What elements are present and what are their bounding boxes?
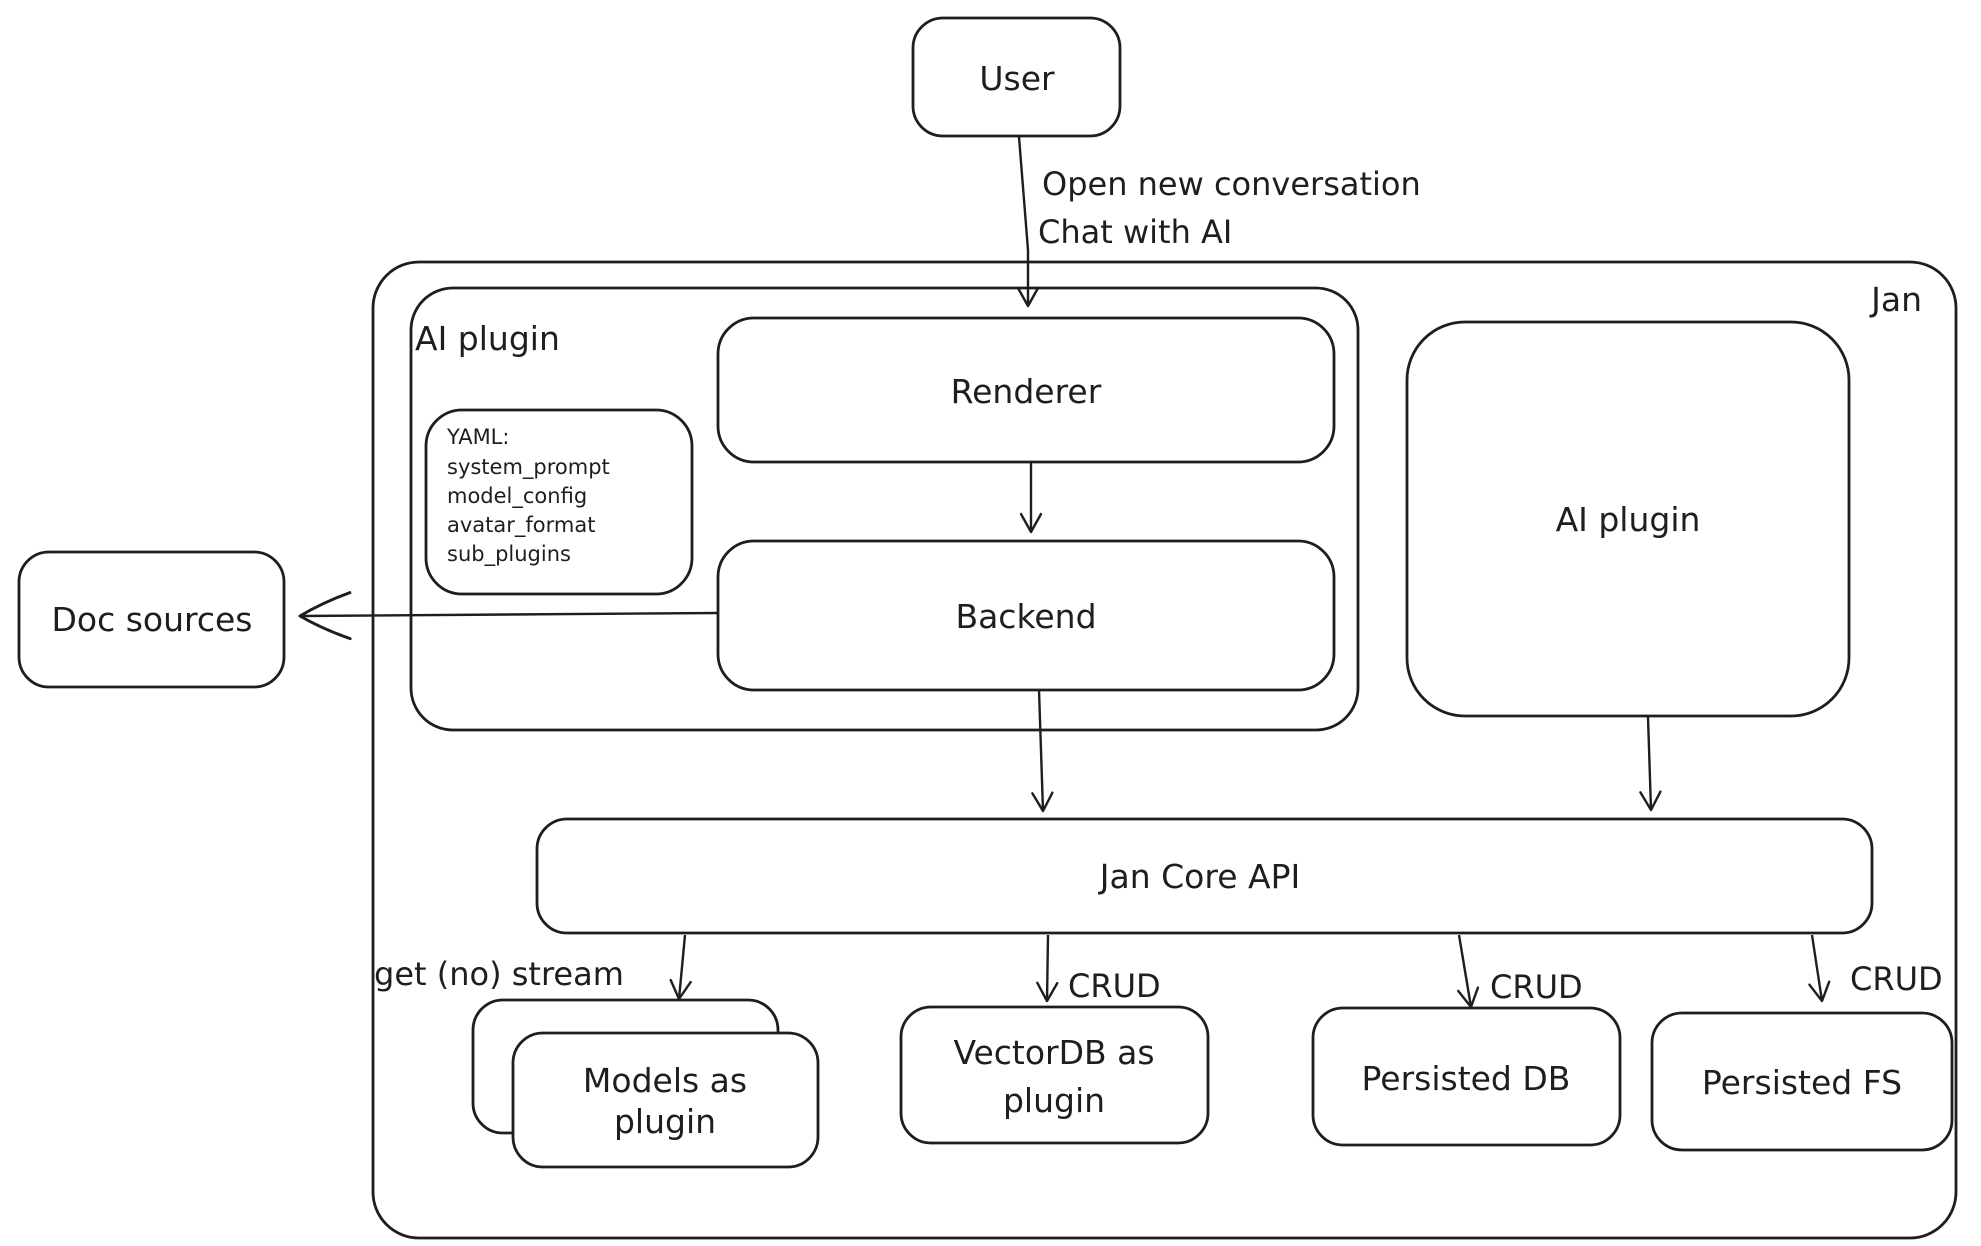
backend-label: Backend [955,597,1096,636]
yaml-note-line-5: sub_plugins [447,542,571,567]
jan-container-box [371,260,1958,1240]
node-models-as-plugin: Models as plugin [471,998,820,1169]
renderer-box [716,316,1336,464]
edge-api-to-models [669,934,692,1001]
node-ai-plugin-right: AI plugin [1405,320,1851,718]
jan-container-label: Jan [1869,280,1922,319]
edge-label-chat-with-ai: Chat with AI [1038,213,1232,251]
node-persisted-db: Persisted DB [1311,1006,1622,1147]
ai-plugin-container-label: AI plugin [415,319,560,358]
models-as-plugin-label-line-1: Models as [583,1061,747,1100]
ai-plugin-right-box [1405,320,1851,718]
node-jan-core-api: Jan Core API [535,817,1874,935]
edge-label-crud-vectordb: CRUD [1068,967,1161,1005]
node-user: User [911,16,1122,138]
models-as-plugin-label-line-2: plugin [614,1102,716,1141]
user-box [911,16,1122,138]
persisted-db-label: Persisted DB [1362,1059,1571,1098]
doc-sources-label: Doc sources [51,600,252,639]
jan-core-api-label: Jan Core API [1098,857,1300,896]
node-backend: Backend [716,539,1336,692]
edge-label-crud-persisted-fs: CRUD [1850,960,1943,998]
jan-core-api-box [535,817,1874,935]
edge-label-open-conversation: Open new conversation [1042,165,1421,203]
node-renderer: Renderer [716,316,1336,464]
edge-api-to-persisted-fs [1808,934,1831,1003]
yaml-note-line-4: avatar_format [447,513,595,538]
ai-plugin-container-box [409,286,1360,732]
doc-sources-box [17,550,286,689]
edge-label-get-no-stream: get (no) stream [374,955,624,993]
vectordb-label-line-2: plugin [1003,1081,1105,1120]
yaml-note-line-3: model_config [447,484,587,509]
vectordb-box [899,1005,1210,1145]
node-doc-sources: Doc sources [17,550,286,689]
renderer-label: Renderer [951,372,1102,411]
edge-api-to-persisted-db [1456,934,1480,1009]
node-vectordb-as-plugin: VectorDB as plugin [899,1005,1210,1145]
container-ai-plugin: AI plugin [409,286,1360,732]
container-jan: Jan [371,260,1958,1240]
ai-plugin-right-label: AI plugin [1556,500,1701,539]
edge-label-user-to-renderer: Open new conversation Chat with AI [1038,165,1421,251]
vectordb-label-line-1: VectorDB as [953,1033,1154,1072]
node-persisted-fs: Persisted FS [1650,1011,1954,1152]
yaml-note-line-2: system_prompt [447,455,610,480]
yaml-note-box [424,408,694,596]
edge-ai-plugin-to-api [1639,716,1662,812]
edge-backend-to-api [1031,689,1054,813]
persisted-fs-box [1650,1011,1954,1152]
yaml-note-line-1: YAML: [446,425,509,449]
persisted-db-box [1311,1006,1622,1147]
edge-label-crud-persisted-db: CRUD [1490,968,1583,1006]
models-as-plugin-box [511,1031,820,1169]
edge-api-to-vectordb [1036,934,1059,1003]
persisted-fs-label: Persisted FS [1702,1063,1902,1102]
node-yaml-note: YAML: system_prompt model_config avatar_… [424,408,694,596]
edge-user-to-renderer [1016,136,1040,308]
user-label: User [979,59,1055,98]
edge-backend-to-doc-sources [298,591,719,641]
backend-box [716,539,1336,692]
